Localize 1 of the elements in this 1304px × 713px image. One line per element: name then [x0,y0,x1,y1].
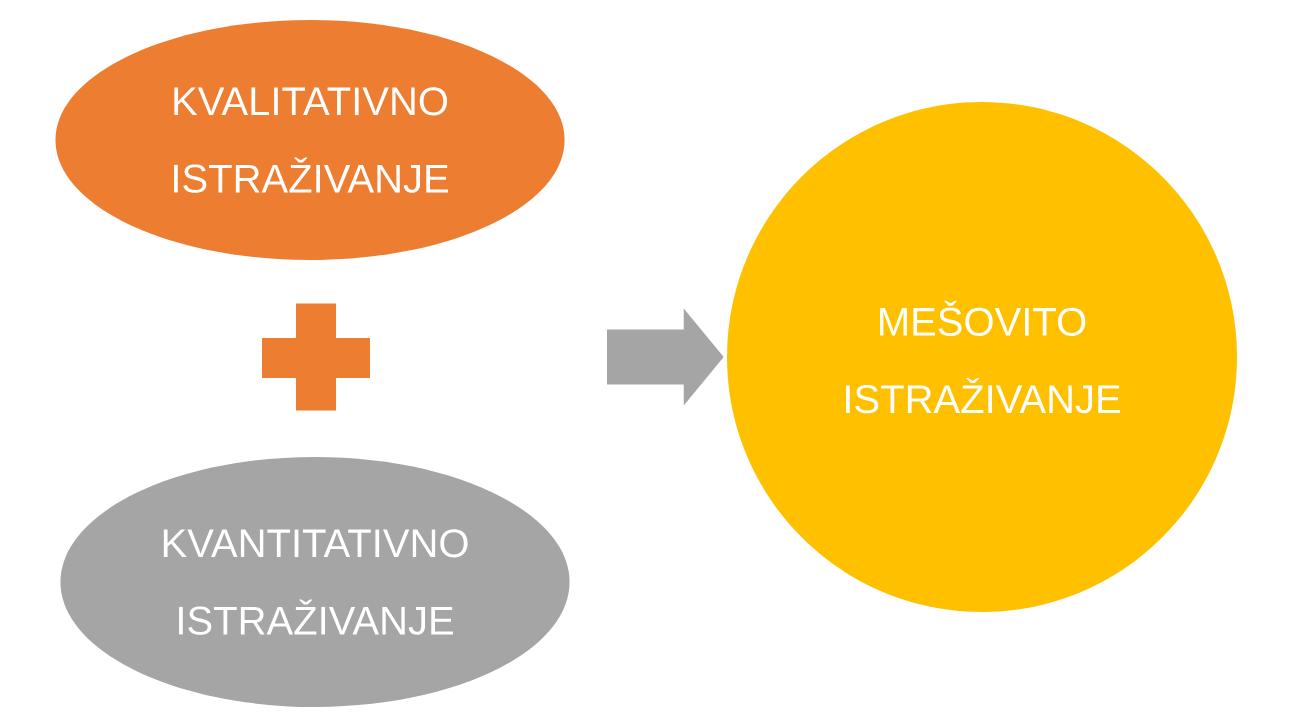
plus-sign [262,303,370,411]
